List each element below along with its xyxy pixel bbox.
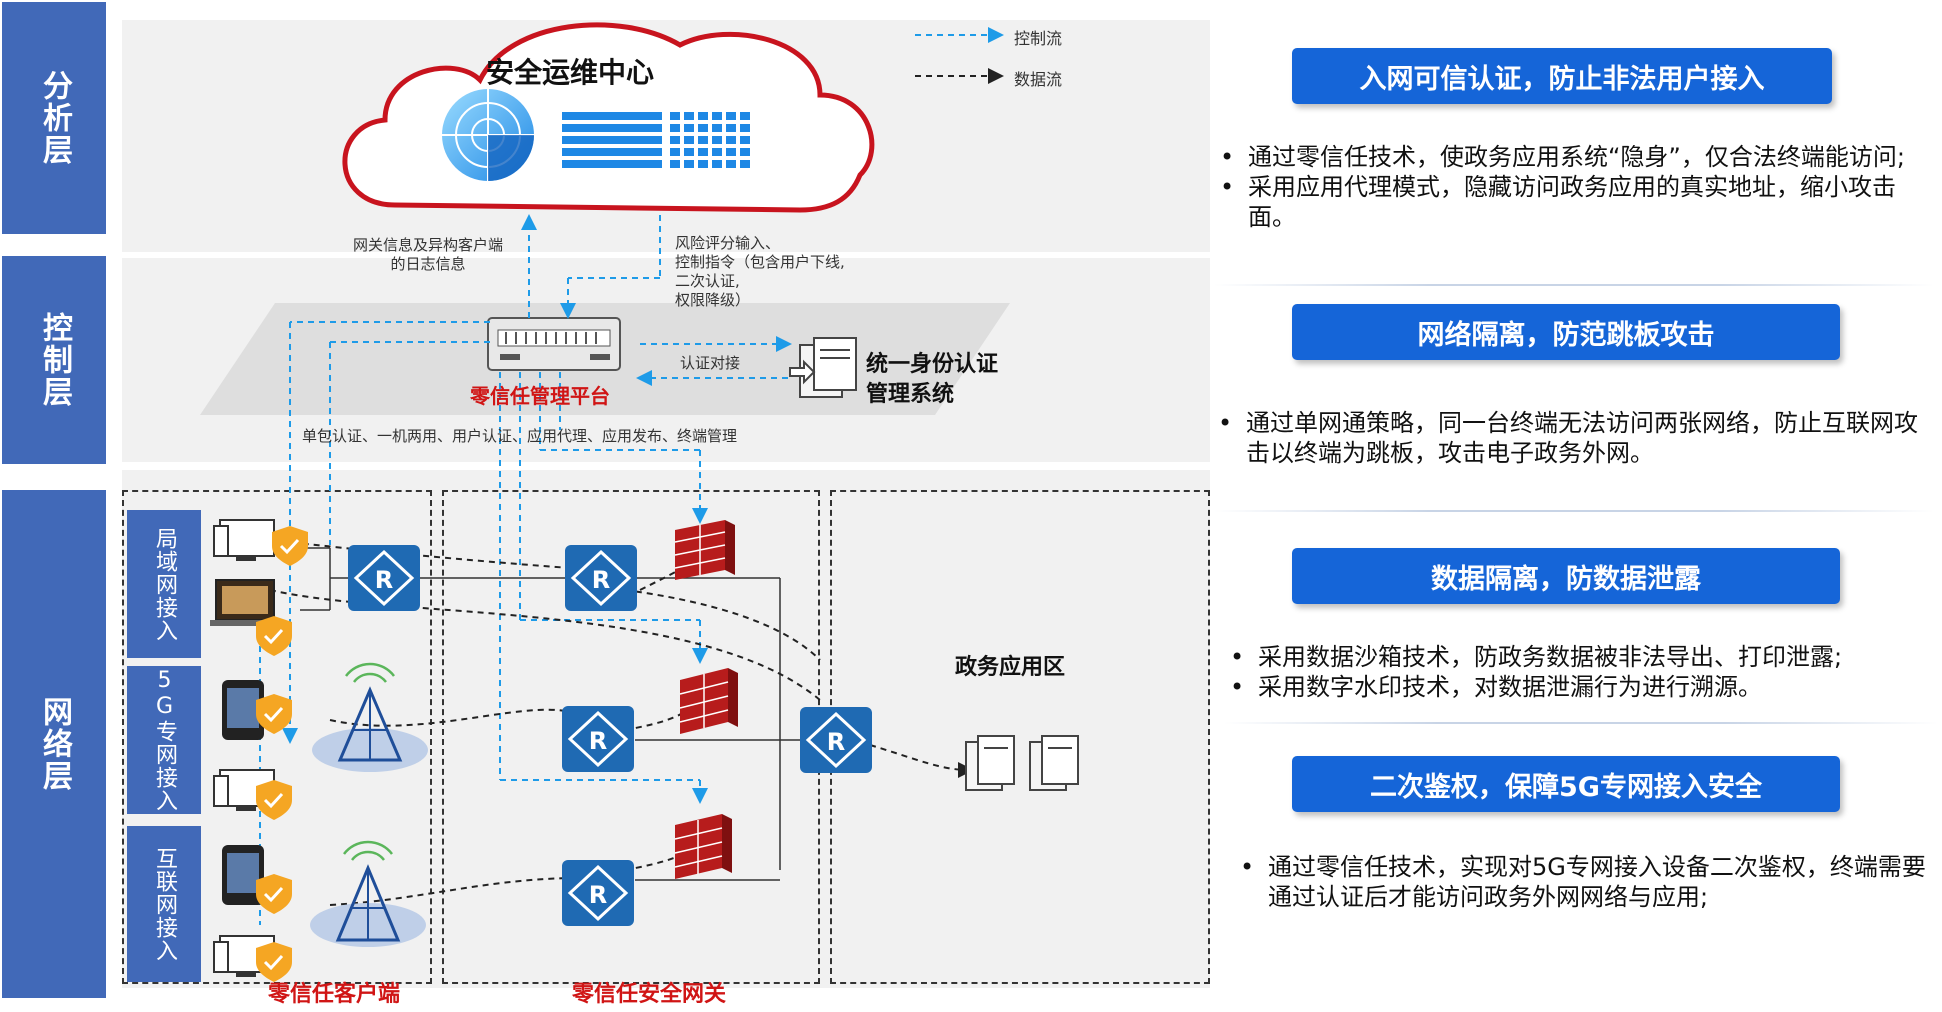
feature-separator-2 xyxy=(1214,510,1934,512)
5g-access-label-box: 5G专网接入 xyxy=(127,666,201,814)
iam-system-label: 统一身份认证 管理系统 xyxy=(866,350,998,410)
feature-separator-3 xyxy=(1224,722,1938,724)
feature-2-bullet-1: 通过单网通策略，同一台终端无法访问两张网络，防止互联网攻击以终端为跳板，攻击电子… xyxy=(1216,408,1936,468)
feature-2-bullets: 通过单网通策略，同一台终端无法访问两张网络，防止互联网攻击以终端为跳板，攻击电子… xyxy=(1216,408,1936,468)
feature-2-title: 网络隔离，防范跳板攻击 xyxy=(1292,304,1840,360)
legend-data: 数据流 xyxy=(1014,66,1062,90)
cell-tower-5g-icon xyxy=(312,662,428,772)
iam-system-line-2: 管理系统 xyxy=(866,382,955,407)
lan-access-label-box: 局域网接入 xyxy=(127,510,201,658)
network-layer-bar: 网络层 xyxy=(2,490,106,998)
core-router-icon: R xyxy=(800,707,872,773)
client-zone xyxy=(122,490,432,984)
feature-3-title: 数据隔离，防数据泄露 xyxy=(1292,548,1840,604)
cloud-title: 安全运维中心 xyxy=(486,56,655,89)
network-links xyxy=(300,547,800,881)
gateway-info-line-1: 网关信息及异构客户端 xyxy=(352,236,503,254)
legend-data-label: 数据流 xyxy=(1014,70,1063,89)
auth-link-annotation: 认证对接 xyxy=(680,354,741,372)
analysis-layer-label: 分析层 xyxy=(37,70,72,166)
feature-1-bullet-1: 通过零信任技术，使政务应用系统“隐身”，仅合法终端能访问; xyxy=(1218,142,1938,172)
iam-system-line-1: 统一身份认证 xyxy=(866,352,999,377)
risk-input-line-1: 风险评分输入、 xyxy=(675,234,781,252)
risk-input-line-3: 二次认证, xyxy=(675,272,740,290)
firewall-3-icon xyxy=(674,814,732,879)
dashboard-icon xyxy=(562,112,750,168)
lan-pc-icon xyxy=(213,519,275,561)
feature-4-title: 二次鉴权，保障5G专网接入安全 xyxy=(1292,756,1840,812)
control-layer-bar: 控制层 xyxy=(2,256,106,464)
feature-1-bullet-2: 采用应用代理模式，隐藏访问政务应用的真实地址，缩小攻击面。 xyxy=(1218,172,1938,232)
feature-3-bullet-1: 采用数据沙箱技术，防政务数据被非法导出、打印泄露; xyxy=(1228,642,1938,672)
gateway-router-1-icon: R xyxy=(565,545,637,611)
legend-control-label: 控制流 xyxy=(1014,29,1063,48)
feature-1-bullets: 通过零信任技术，使政务应用系统“隐身”，仅合法终端能访问; 采用应用代理模式，隐… xyxy=(1218,142,1938,232)
zt-client-label: 零信任客户端 xyxy=(268,982,401,1007)
zt-shield-icons xyxy=(256,526,308,982)
svg-text:R: R xyxy=(592,566,610,594)
gov-app-server-icons xyxy=(965,735,1079,791)
gateway-router-3-icon: R xyxy=(562,860,634,926)
iam-server-icon xyxy=(789,337,857,398)
risk-input-annotation: 风险评分输入、 控制指令（包含用户下线, 二次认证, 权限降级） xyxy=(675,234,845,310)
gateway-router-2-icon: R xyxy=(562,706,634,772)
svg-text:R: R xyxy=(589,881,607,909)
risk-input-line-2: 控制指令（包含用户下线, xyxy=(675,253,845,271)
zt-platform-label: 零信任管理平台 xyxy=(470,384,610,408)
firewall-2-icon xyxy=(679,668,738,734)
svg-text:R: R xyxy=(375,566,393,594)
control-layer-label: 控制层 xyxy=(37,312,72,408)
5g-access-label: 5G专网接入 xyxy=(152,668,177,812)
internet-phone-icon xyxy=(222,845,264,905)
internet-access-label-box: 互联网接入 xyxy=(127,826,201,982)
gateway-info-annotation: 网关信息及异构客户端 的日志信息 xyxy=(338,236,518,274)
svg-text:R: R xyxy=(827,728,845,756)
gov-app-zone-label: 政务应用区 xyxy=(955,655,1066,680)
feature-4-bullets: 通过零信任技术，实现对5G专网接入设备二次鉴权，终端需要通过认证后才能访问政务外… xyxy=(1238,852,1938,912)
zt-gateway-label: 零信任安全网关 xyxy=(572,982,727,1007)
feature-1-title: 入网可信认证，防止非法用户接入 xyxy=(1292,48,1832,104)
feature-separator-1 xyxy=(1214,284,1934,286)
cell-tower-internet-icon xyxy=(310,840,426,947)
zt-platform-appliance-icon xyxy=(487,317,621,371)
legend-control: 控制流 xyxy=(1014,25,1062,49)
internet-access-label: 互联网接入 xyxy=(152,846,177,962)
analysis-layer-bar: 分析层 xyxy=(2,2,106,234)
network-layer-label: 网络层 xyxy=(37,696,72,792)
client-router-icon: R xyxy=(348,545,420,611)
risk-input-line-4: 权限降级） xyxy=(675,291,751,309)
lan-access-label: 局域网接入 xyxy=(152,526,177,642)
svg-text:R: R xyxy=(589,727,607,755)
feature-4-bullet-1: 通过零信任技术，实现对5G专网接入设备二次鉴权，终端需要通过认证后才能访问政务外… xyxy=(1238,852,1938,912)
radar-icon xyxy=(442,89,534,181)
lan-laptop-icon xyxy=(210,579,280,626)
functions-annotation: 单包认证、一机两用、用户认证、应用代理、应用发布、终端管理 xyxy=(302,427,738,445)
5g-phone-icon xyxy=(222,680,264,740)
feature-3-bullets: 采用数据沙箱技术，防政务数据被非法导出、打印泄露; 采用数字水印技术，对数据泄漏… xyxy=(1228,642,1938,702)
gateway-info-line-2: 的日志信息 xyxy=(390,255,466,273)
feature-3-bullet-2: 采用数字水印技术，对数据泄漏行为进行溯源。 xyxy=(1228,672,1938,702)
firewall-1-icon xyxy=(674,520,735,580)
